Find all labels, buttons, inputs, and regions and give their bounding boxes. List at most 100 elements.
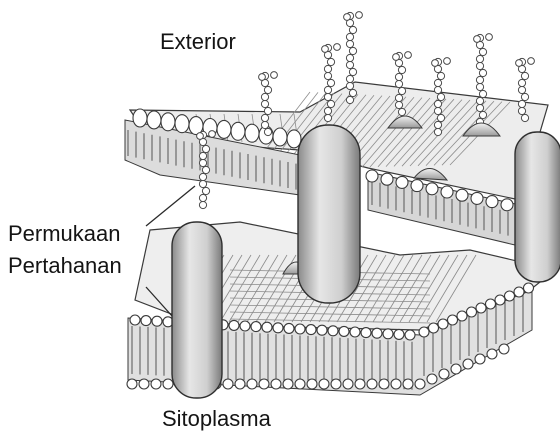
sugar-bead (398, 66, 405, 73)
lipid-head (405, 330, 415, 340)
lipid-head (501, 199, 513, 211)
lipid-head (487, 349, 497, 359)
lipid-head (343, 379, 353, 389)
sugar-bead (327, 100, 334, 107)
lipid-head (130, 315, 140, 325)
lipid-head (476, 303, 486, 313)
sugar-bead (349, 89, 356, 96)
cytoplasm-label: Sitoplasma (162, 406, 271, 432)
sugar-bead (528, 58, 535, 65)
lipid-head (505, 291, 515, 301)
lipid-head (235, 379, 245, 389)
sugar-bead (209, 131, 216, 138)
sugar-bead (199, 159, 206, 166)
sugar-bead (327, 58, 334, 65)
sugar-bead (398, 108, 405, 115)
lipid-head (379, 379, 389, 389)
sugar-bead (334, 44, 341, 51)
lipid-head (251, 322, 261, 332)
sugar-bead (356, 12, 363, 19)
sugar-bead (437, 72, 444, 79)
sugar-bead (479, 48, 486, 55)
sugar-bead (327, 79, 334, 86)
surface-label-line1: Permukaan (8, 221, 121, 247)
exterior-label: Exterior (160, 29, 236, 55)
lipid-head (415, 379, 425, 389)
lipid-head (161, 113, 175, 131)
sugar-bead (434, 128, 441, 135)
sugar-bead (324, 86, 331, 93)
lipid-head (429, 323, 439, 333)
sugar-bead (346, 40, 353, 47)
lipid-head (438, 319, 448, 329)
lipid-head (328, 326, 338, 336)
lipid-head (262, 322, 272, 332)
lipid-head (355, 379, 365, 389)
sugar-bead (434, 86, 441, 93)
sugar-bead (261, 100, 268, 107)
lipid-head (427, 374, 437, 384)
lipid-head (448, 315, 458, 325)
lipid-head (367, 379, 377, 389)
lipid-head (331, 379, 341, 389)
lipid-head (457, 311, 467, 321)
integral-protein-left (172, 222, 222, 398)
lipid-head (271, 379, 281, 389)
lipid-head (366, 170, 378, 182)
lipid-head (372, 328, 382, 338)
sugar-bead (395, 94, 402, 101)
sugar-bead (346, 75, 353, 82)
lipid-head (524, 283, 534, 293)
lipid-head (463, 359, 473, 369)
sugar-bead (349, 68, 356, 75)
sugar-bead (346, 54, 353, 61)
sugar-bead (199, 173, 206, 180)
lipid-head (283, 379, 293, 389)
lipid-head (231, 122, 245, 140)
sugar-bead (518, 107, 525, 114)
lipid-head (273, 323, 283, 333)
sugar-bead (521, 72, 528, 79)
sugar-bead (476, 62, 483, 69)
sugar-bead (349, 47, 356, 54)
sugar-bead (324, 93, 331, 100)
sugar-bead (434, 79, 441, 86)
lipid-head (467, 307, 477, 317)
lipid-head (471, 192, 483, 204)
sugar-bead (393, 54, 400, 61)
sugar-bead (486, 34, 493, 41)
sugar-bead (344, 14, 351, 21)
lipid-head (151, 379, 161, 389)
integral-protein-right (515, 132, 560, 282)
sugar-bead (516, 60, 523, 67)
sugar-bead (434, 100, 441, 107)
lipid-head (306, 325, 316, 335)
sugar-bead (476, 83, 483, 90)
sugar-bead (271, 72, 278, 79)
sugar-bead (346, 33, 353, 40)
sugar-bead (346, 96, 353, 103)
sugar-bead (479, 69, 486, 76)
sugar-bead (521, 114, 528, 121)
sugar-bead (264, 128, 271, 135)
lipid-head (152, 316, 162, 326)
sugar-bead (199, 194, 206, 201)
lipid-head (499, 344, 509, 354)
lipid-head (486, 196, 498, 208)
lipid-head (441, 186, 453, 198)
lipid-head (247, 379, 257, 389)
lipid-head (394, 329, 404, 339)
lipid-head (259, 379, 269, 389)
lipid-head (419, 327, 429, 337)
lipid-head (381, 173, 393, 185)
lipid-head (361, 328, 371, 338)
lipid-head (223, 379, 233, 389)
sugar-bead (349, 26, 356, 33)
lipid-head (295, 379, 305, 389)
lipid-head (456, 189, 468, 201)
sugar-bead (202, 166, 209, 173)
lipid-head (307, 379, 317, 389)
sugar-bead (479, 111, 486, 118)
